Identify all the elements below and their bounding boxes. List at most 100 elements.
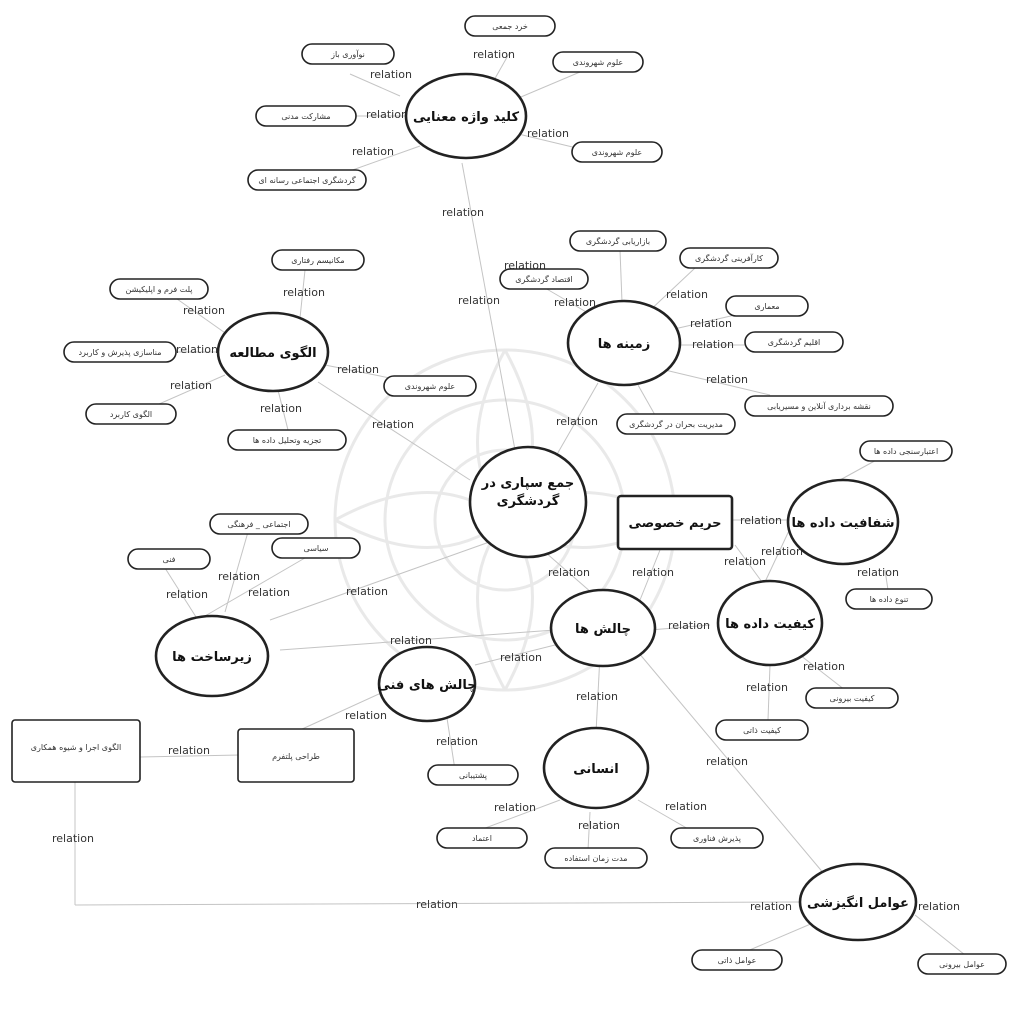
edge-label: relation [458,294,500,307]
leaf-k6: گردشگری اجتماعی رسانه ای [247,169,367,191]
node-label: بازاریابی گردشگری [586,236,650,246]
leaf-q2: کیفیت ذاتی [715,719,809,741]
keywords-label: کلید واژه معنایی [413,110,519,125]
node-label: اعتماد [472,834,492,843]
edge-label: relation [576,690,618,703]
node-label: فنی [163,555,176,564]
leaf-k3: علوم شهروندی [552,51,644,73]
edge-label: relation [442,206,484,219]
edge-label: relation [632,566,674,579]
privacy-label: حریم خصوصی [628,516,721,531]
leaf-h3: پذیرش فناوری [670,827,764,849]
edge-label: relation [337,363,379,376]
edge-label: relation [746,681,788,694]
node-label: گردشگری [497,493,560,509]
leaf-s3: مناسازی پذیرش و کاربرد [63,341,177,363]
node-label: اقتصاد گردشگری [515,274,573,284]
node-label: پذیرش فناوری [693,834,741,843]
leaf-k2: نوآوری باز [301,43,395,65]
node-label: اعتبارسنجی داده ها [874,447,938,456]
node-label: کیفیت ذاتی [743,726,781,735]
node-context: زمینه ها [566,299,682,387]
leaf-s5: علوم شهروندی [383,375,477,397]
node-label: علوم شهروندی [573,58,623,67]
edge-label: relation [548,566,590,579]
transparency-label: شفافیت داده ها [791,516,894,531]
leaf-tr2: تنوع داده ها [845,588,933,610]
node-label: مدت زمان استفاده [564,854,627,863]
pattern-label: الگوی اجرا و شیوه همکاری [31,742,122,752]
leaf-tr1: اعتبارسنجی داده ها [859,440,953,462]
edge-label: relation [166,588,208,601]
node-human: انسانی [542,726,650,810]
leaf-t1: پشتیبانی [427,764,519,786]
motivation-label: عوامل انگیزشی [807,895,909,911]
edge-label: relation [352,145,394,158]
node-transparency: شفافیت داده ها [786,478,900,566]
main-nodes: جمع سپاری در گردشگری کلید واژه معنایی زم… [154,72,918,942]
leaf-z3: کارآفرینی گردشگری [679,247,779,269]
edge-label: relation [918,900,960,913]
node-label: پلت فرم و اپلیکیشن [126,285,193,294]
edge-label: relation [692,338,734,351]
quality-label: کیفیت داده ها [725,617,815,632]
leaf-h2: مدت زمان استفاده [544,847,648,869]
node-label: عوامل بیرونی [939,960,985,969]
edge-label: relation [52,832,94,845]
edge-label: relation [218,570,260,583]
edge-labels: relation relation relation relation rela… [52,48,960,913]
node-label: نقشه برداری آنلاین و مسیریابی [767,401,871,411]
node-quality: کیفیت داده ها [716,579,824,667]
rect-nodes: حریم خصوصی طراحی پلتفرم الگوی اجرا و شیو… [11,494,734,783]
edge-label: relation [436,735,478,748]
node-label: الگوی کاربرد [110,409,152,419]
edge-label: relation [556,415,598,428]
leaf-s2: پلت فرم و اپلیکیشن [109,278,209,300]
edge-label: relation [345,709,387,722]
leaf-s1: مکانیسم رفتاری [271,249,365,271]
node-label: اقلیم گردشگری [768,337,821,347]
leaf-q1: کیفیت بیرونی [805,687,899,709]
leaf-z2: اقتصاد گردشگری [499,268,589,290]
edge-label: relation [578,819,620,832]
edge-label: relation [366,108,408,121]
node-tech: چالش های فنی [377,645,477,723]
leaf-z7: مدیریت بحران در گردشگری [616,413,736,435]
edge-label: relation [372,418,414,431]
node-privacy: حریم خصوصی [616,494,734,551]
edge-label: relation [750,900,792,913]
leaf-k5: علوم شهروندی [571,141,663,163]
edge-label: relation [176,343,218,356]
node-label: کیفیت بیرونی [830,694,875,703]
node-label: تنوع داده ها [870,595,909,604]
node-infra: زیرساخت ها [154,614,270,698]
node-label: مکانیسم رفتاری [291,256,344,265]
node-keywords: کلید واژه معنایی [404,72,528,160]
context-label: زمینه ها [598,337,650,352]
tech-label: چالش های فنی [377,678,476,693]
node-motivation: عوامل انگیزشی [798,862,918,942]
leaf-k4: مشارکت مدنی [255,105,357,127]
leaf-s4: الگوی کاربرد [85,403,177,425]
leaf-i2: سیاسی [271,537,361,559]
edge-label: relation [390,634,432,647]
leaf-z5: اقلیم گردشگری [744,331,844,353]
edge-label: relation [248,586,290,599]
node-label: کارآفرینی گردشگری [695,253,763,263]
edge-label: relation [168,744,210,757]
node-label: خرد جمعی [492,22,528,31]
node-label: مناسازی پذیرش و کاربرد [78,348,161,357]
node-label: اجتماعی _ فرهنگی [227,519,290,529]
edge-label: relation [706,373,748,386]
edge-label: relation [803,660,845,673]
edge-label: relation [724,555,766,568]
edge-label: relation [668,619,710,632]
node-label: نوآوری باز [330,49,365,59]
node-label: معماری [754,302,779,311]
edge-label: relation [706,755,748,768]
leaf-z4: معماری [725,295,809,317]
edge-label: relation [170,379,212,392]
edge-label: relation [761,545,803,558]
node-label: علوم شهروندی [405,382,455,391]
